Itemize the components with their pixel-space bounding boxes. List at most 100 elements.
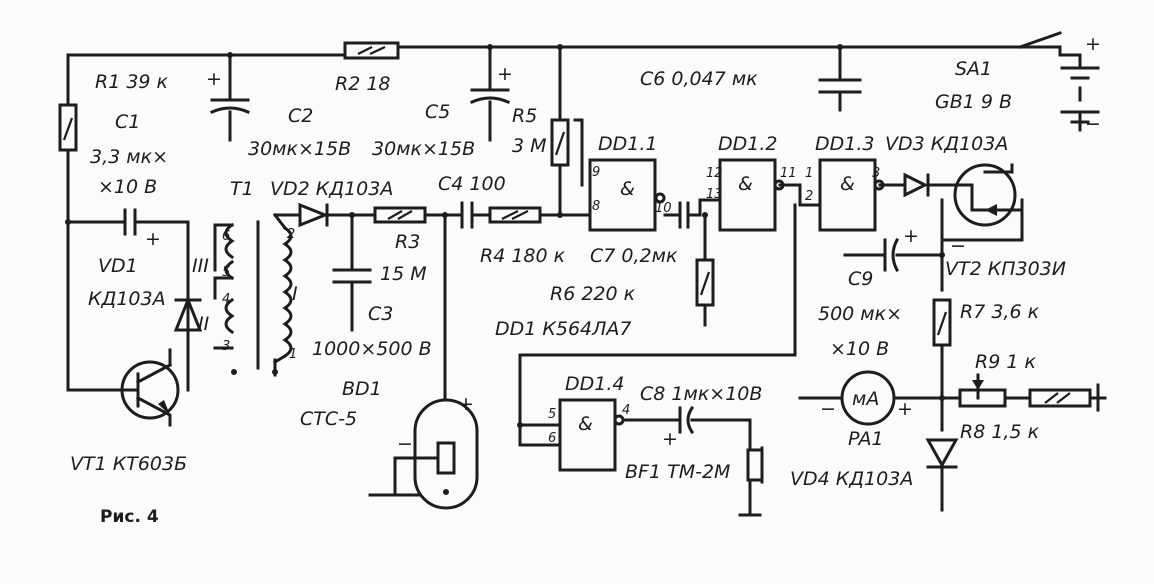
label-dd1-1: DD1.1 [598,133,657,155]
polarity-marks: + + + + − + − + − − + + [145,33,1101,455]
label-bd1-name: BD1 [342,378,382,400]
label-dd1-3: DD1.3 [815,133,874,155]
diode-vd4 [925,438,959,469]
diode-vd3 [903,172,930,198]
pin-number: 2 [805,189,813,204]
pin-number: 10 [655,201,672,216]
transformer-t1 [213,212,293,375]
winding-label: I [292,283,298,305]
switch-sa1 [1018,31,1062,49]
label-c9-value2: ×10 В [830,338,889,360]
label-t1: T1 [230,178,254,200]
junction-dots [65,44,945,428]
pin-number: 12 [706,166,723,181]
label-c2-value: 30мк×15В [248,138,351,160]
resistor-r8 [1028,388,1092,408]
minus-sign: − [397,433,413,455]
battery-gb1 [1060,66,1100,124]
capacitor-c6 [818,78,862,94]
label-dd1-4: DD1.4 [565,373,624,395]
capacitor-c4 [460,201,474,229]
label-c5-name: C5 [425,101,450,123]
symbol-labels: & & & & мА I II III [192,173,879,435]
meter-symbol: мА [852,388,879,410]
capacitor-c7 [678,201,690,229]
label-pa1-name: PA1 [848,428,884,450]
label-vd2: VD2 КД103А [270,178,393,200]
label-gb1: GB1 9 В [935,91,1012,113]
pin-number: 6 [222,229,230,244]
pin-number: 4 [622,403,630,418]
gate-dd1-2 [718,158,785,232]
label-c4: C4 100 [438,173,506,195]
gate-symbol: & [578,413,593,435]
capacitor-c5 [470,88,510,104]
label-c5-value: 30мк×15В [372,138,475,160]
label-vt2: VT2 КП303И [945,258,1066,280]
label-r3-value: 15 М [380,263,427,285]
label-c3-value: 1000×500 В [312,338,432,360]
label-c8: C8 1мк×10В [640,383,762,405]
label-r5-name: R5 [512,105,537,127]
earphone-bf1 [738,446,764,517]
resistor-r2 [343,41,400,60]
resistor-r4 [488,206,542,224]
gate-dd1-4 [558,398,625,472]
label-vd3: VD3 КД103А [885,133,1008,155]
plus-sign: + [662,428,678,450]
label-sa1: SA1 [955,58,992,80]
pin-number: 11 [780,166,797,181]
label-r1: R1 39 к [95,71,169,93]
resistor-r9 [958,373,1007,408]
label-c7: C7 0,2мк [590,245,678,267]
capacitor-c3 [332,268,372,284]
label-r2: R2 18 [335,73,391,95]
minus-sign: − [950,235,966,257]
wires [66,45,1107,517]
label-r9: R9 1 к [975,351,1036,373]
minus-sign: − [1085,113,1101,135]
pin-numbers: 2 1 6 5 4 3 9 8 10 12 13 11 1 2 3 5 6 4 [222,165,880,446]
label-vd1-name: VD1 [98,255,138,277]
pin-number: 3 [872,166,880,181]
label-c6: C6 0,047 мк [640,68,758,90]
diode-vd2 [298,202,330,228]
label-r3-name: R3 [395,231,420,253]
gate-symbol: & [738,173,753,195]
label-dd1-2: DD1.2 [718,133,777,155]
gate-symbol: & [620,178,635,200]
resistor-r6 [695,258,715,307]
label-c1-value2: ×10 В [98,176,157,198]
label-vd4: VD4 КД103А [790,468,913,490]
pin-number: 2 [287,227,295,242]
plus-sign: + [458,393,474,415]
resistor-r3 [373,206,427,224]
label-r4: R4 180 к [480,245,566,267]
label-c9-name: C9 [848,268,873,290]
minus-sign: − [820,398,836,420]
pin-number: 1 [289,347,297,362]
plus-sign: + [206,68,222,90]
capacitor-c1 [123,208,137,236]
meter-pa1 [840,370,896,426]
label-r6: R6 220 к [550,283,636,305]
resistor-r7 [932,298,952,347]
component-labels: R1 39 к C1 3,3 мк× ×10 В VD1 КД103А VT1 … [70,58,1066,527]
plus-sign: + [497,63,513,85]
gate-dd1-3 [818,158,885,232]
label-r5-value: 3 М [512,135,547,157]
plus-sign: + [145,228,161,250]
label-vt1: VT1 КТ603Б [70,453,187,475]
gate-symbol: & [840,173,855,195]
label-c1-value1: 3,3 мк× [90,146,168,168]
label-r8: R8 1,5 к [960,421,1040,443]
label-c3-name: C3 [368,303,393,325]
capacitor-c9 [883,237,900,273]
plus-sign: + [1085,33,1101,55]
diode-vd1 [173,295,203,332]
capacitor-c2 [210,98,250,114]
pin-number: 1 [805,166,813,181]
label-c2-name: C2 [288,105,313,127]
resistor-r1 [58,103,78,152]
